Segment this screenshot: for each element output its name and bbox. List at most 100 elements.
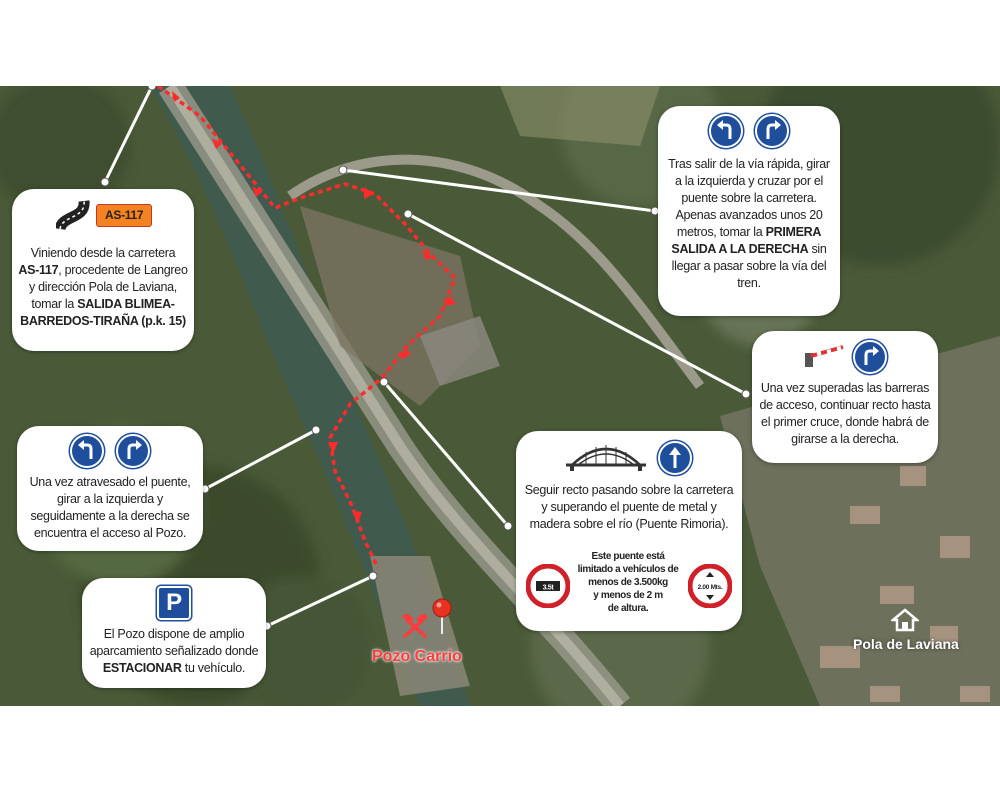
card-text-line: ESTACIONAR tu vehículo. — [82, 660, 266, 677]
card-text-line: Seguir recto pasando sobre la carretera — [524, 483, 734, 497]
route-arrow-icon — [252, 186, 262, 197]
exit-emphasis: SALIDA A LA DERECHA — [671, 242, 809, 256]
arch-bridge-icon — [566, 439, 647, 476]
card-text-line: El Pozo dispone de amplio — [103, 627, 245, 641]
connector-dot — [741, 389, 751, 399]
card-text-fragment: sin — [808, 242, 827, 256]
card-text-fragment: tu vehículo. — [181, 661, 246, 675]
card-parking-instructions: P El Pozo dispone de amplio aparcamiento… — [82, 578, 266, 688]
limit-line: Este puente está — [591, 551, 665, 562]
card-text-line: Una vez atravesado el puente, — [29, 475, 191, 489]
turn-left-arrow-icon — [709, 114, 744, 148]
route-arrow-icon — [212, 138, 222, 149]
turn-right-arrow-icon — [115, 434, 150, 468]
limit-line: menos de 3.500kg — [588, 577, 668, 588]
card-barrier-instructions: Una vez superadas las barreras de acceso… — [752, 331, 938, 463]
road-name: AS-117 — [18, 263, 59, 277]
turn-right-arrow-icon — [852, 339, 887, 374]
bridge-signs — [516, 439, 742, 476]
connector-line — [382, 381, 510, 527]
route-arrow-icon — [328, 442, 338, 454]
exit-name: BARREDOS-TIRAÑA (p.k. 15) — [20, 314, 186, 328]
turn-left-arrow-icon — [70, 434, 105, 468]
connector-dot — [100, 177, 110, 187]
exit-emphasis: PRIMERA — [765, 225, 822, 239]
road-curve-icon — [54, 197, 90, 236]
weight-limit-sign-icon: 3.5t — [525, 563, 571, 613]
route-arrow-icon — [444, 296, 456, 306]
card-text-line: Una vez superadas las barreras — [760, 381, 930, 395]
connector-line — [407, 212, 747, 396]
connector-line — [342, 168, 656, 213]
card-text-line: SALIDA A LA DERECHA sin — [658, 241, 840, 258]
crossed-hammers-icon — [401, 612, 429, 645]
connector-dot — [338, 165, 348, 175]
card-text-line: el primer cruce, donde habrá de — [761, 415, 929, 429]
card-text-line: tren. — [737, 276, 761, 290]
route-arrow-icon — [364, 187, 374, 199]
exit-name: SALIDA BLIMEA- — [77, 297, 175, 311]
card-text-line: girarse a la derecha. — [791, 432, 899, 446]
card-text-fragment: metros, tomar la — [676, 225, 766, 239]
route-path — [156, 86, 458, 569]
route-arrow-icon — [400, 348, 411, 360]
card-bridge-cross-instructions: Una vez atravesado el puente, girar a la… — [17, 426, 203, 551]
card-text-line: Tras salir de la vía rápida, girar — [668, 157, 830, 171]
card-text-line: encuentra el acceso al Pozo. — [33, 526, 187, 540]
destination-label: Pozo Carrio — [372, 648, 462, 665]
card-exit-instructions: Tras salir de la vía rápida, girar a la … — [658, 106, 840, 316]
route-arrow-icon — [422, 250, 432, 261]
connector-dot — [368, 571, 378, 581]
as117-road-badge: AS-117 — [96, 204, 153, 227]
card-text-line: AS-117, procedente de Langreo — [16, 262, 190, 279]
height-sign-text: 2.00 Mts. — [698, 584, 723, 591]
connector-line — [266, 574, 374, 628]
route-overlay — [100, 86, 751, 631]
card-text-line: BARREDOS-TIRAÑA (p.k. 15) — [16, 313, 190, 330]
card-text-line: a la izquierda y cruzar por el — [674, 174, 824, 188]
connector-line — [103, 86, 154, 183]
card-text-line: puente sobre la carretera. — [681, 191, 817, 205]
parking-icon: P — [157, 586, 191, 620]
card-text-line: y superando el puente de metal y — [541, 500, 717, 514]
card-text-line: seguidamente a la derecha se — [30, 509, 190, 523]
card-text-line: llegar a pasar sobre la vía del — [671, 259, 827, 273]
card-text-line: de acceso, continuar recto hasta — [759, 398, 931, 412]
card-as117-instructions: AS-117 Viniendo desde la carretera AS-11… — [12, 189, 194, 351]
map-pin-icon[interactable] — [432, 596, 456, 641]
town-label: Pola de Laviana — [853, 636, 959, 652]
card-text-line: Apenas avanzados unos 20 — [675, 208, 823, 222]
parking-emphasis: ESTACIONAR — [102, 661, 182, 675]
limit-line: de altura. — [607, 603, 649, 614]
card-text-line: girar a la izquierda y — [57, 492, 163, 506]
bridge-limit-text: Este puente está limitado a vehículos de… — [572, 550, 684, 615]
card-metal-bridge-instructions: Seguir recto pasando sobre la carretera … — [516, 431, 742, 631]
connector-dot — [147, 86, 157, 91]
straight-arrow-icon — [657, 440, 692, 475]
turn-signs — [658, 114, 840, 148]
connector-dot — [379, 377, 389, 387]
turn-signs — [17, 434, 203, 468]
home-icon — [889, 608, 921, 637]
card-text-line: madera sobre el río (Puente Rimoria). — [529, 517, 729, 531]
card-text-line: Viniendo desde la carretera — [30, 246, 176, 260]
limit-line: limitado a vehículos de — [577, 564, 679, 575]
connector-dot — [503, 521, 513, 531]
card-text-line: aparcamiento señalizado donde — [89, 644, 259, 658]
card-text-line: y dirección Pola de Laviana, — [29, 280, 177, 294]
route-arrow-icon — [172, 91, 180, 102]
card-text-line: tomar la SALIDA BLIMEA- — [16, 296, 190, 313]
card-text-fragment: , procedente de Langreo — [58, 263, 188, 277]
connector-dot — [403, 209, 413, 219]
route-arrow-icon — [352, 511, 362, 523]
aerial-map[interactable]: AS-117 Viniendo desde la carretera AS-11… — [0, 86, 1000, 706]
height-limit-sign-icon: 2.00 Mts. — [687, 563, 733, 613]
barrier-gate-icon — [803, 339, 845, 374]
turn-right-arrow-icon — [754, 114, 789, 148]
card-text-fragment: tomar la — [31, 297, 78, 311]
weight-sign-text: 3.5t — [543, 585, 555, 592]
barrier-signs — [752, 339, 938, 374]
card-text-line: metros, tomar la PRIMERA — [658, 224, 840, 241]
connector-line — [204, 428, 317, 491]
limit-line: y menos de 2 m — [593, 590, 663, 601]
